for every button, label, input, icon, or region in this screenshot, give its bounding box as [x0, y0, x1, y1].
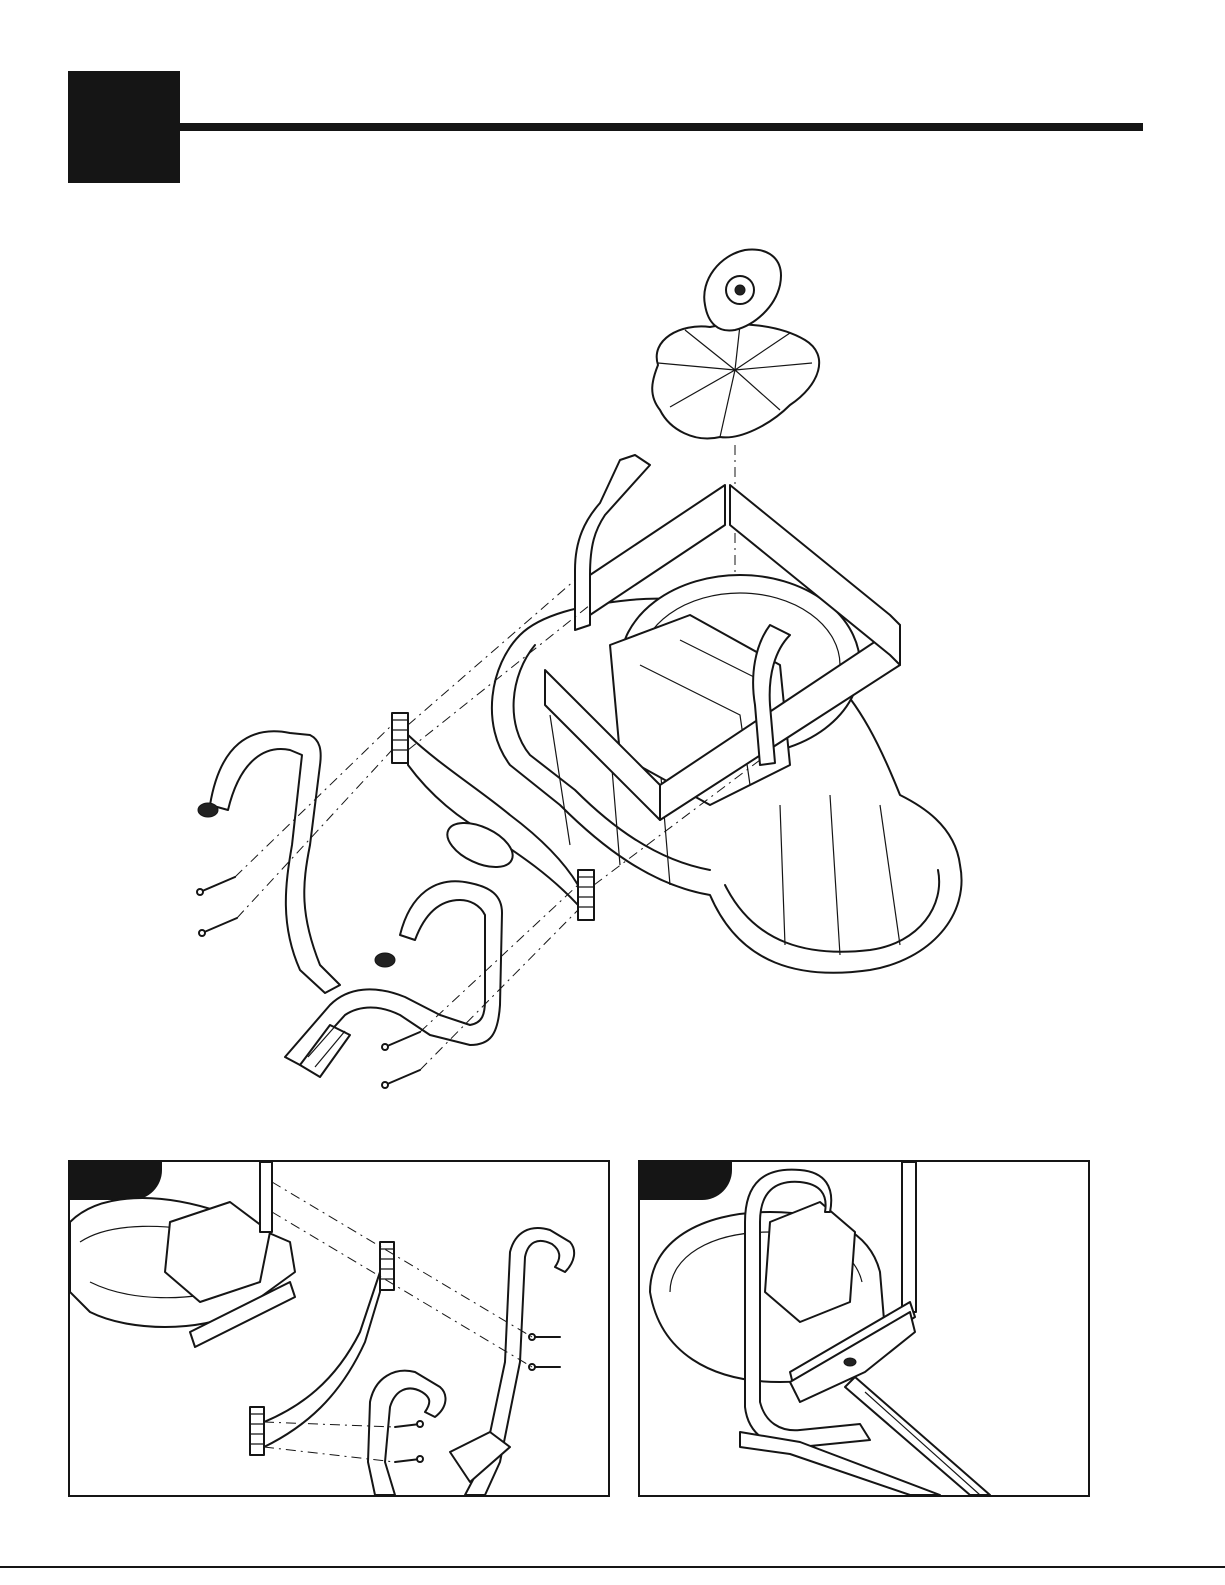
detail-panel-b: [638, 1160, 1090, 1497]
footer-rule: [0, 1566, 1225, 1568]
detail-panel-a: [68, 1160, 610, 1497]
impeller-dial-part: [652, 250, 819, 439]
header-rule: [180, 123, 1143, 131]
step-number-block: [68, 71, 180, 183]
exploded-assembly-diagram: [180, 245, 980, 1105]
assembled-handle-detail-diagram: [640, 1162, 1088, 1495]
handle-bracket-detail-diagram: [70, 1162, 608, 1495]
